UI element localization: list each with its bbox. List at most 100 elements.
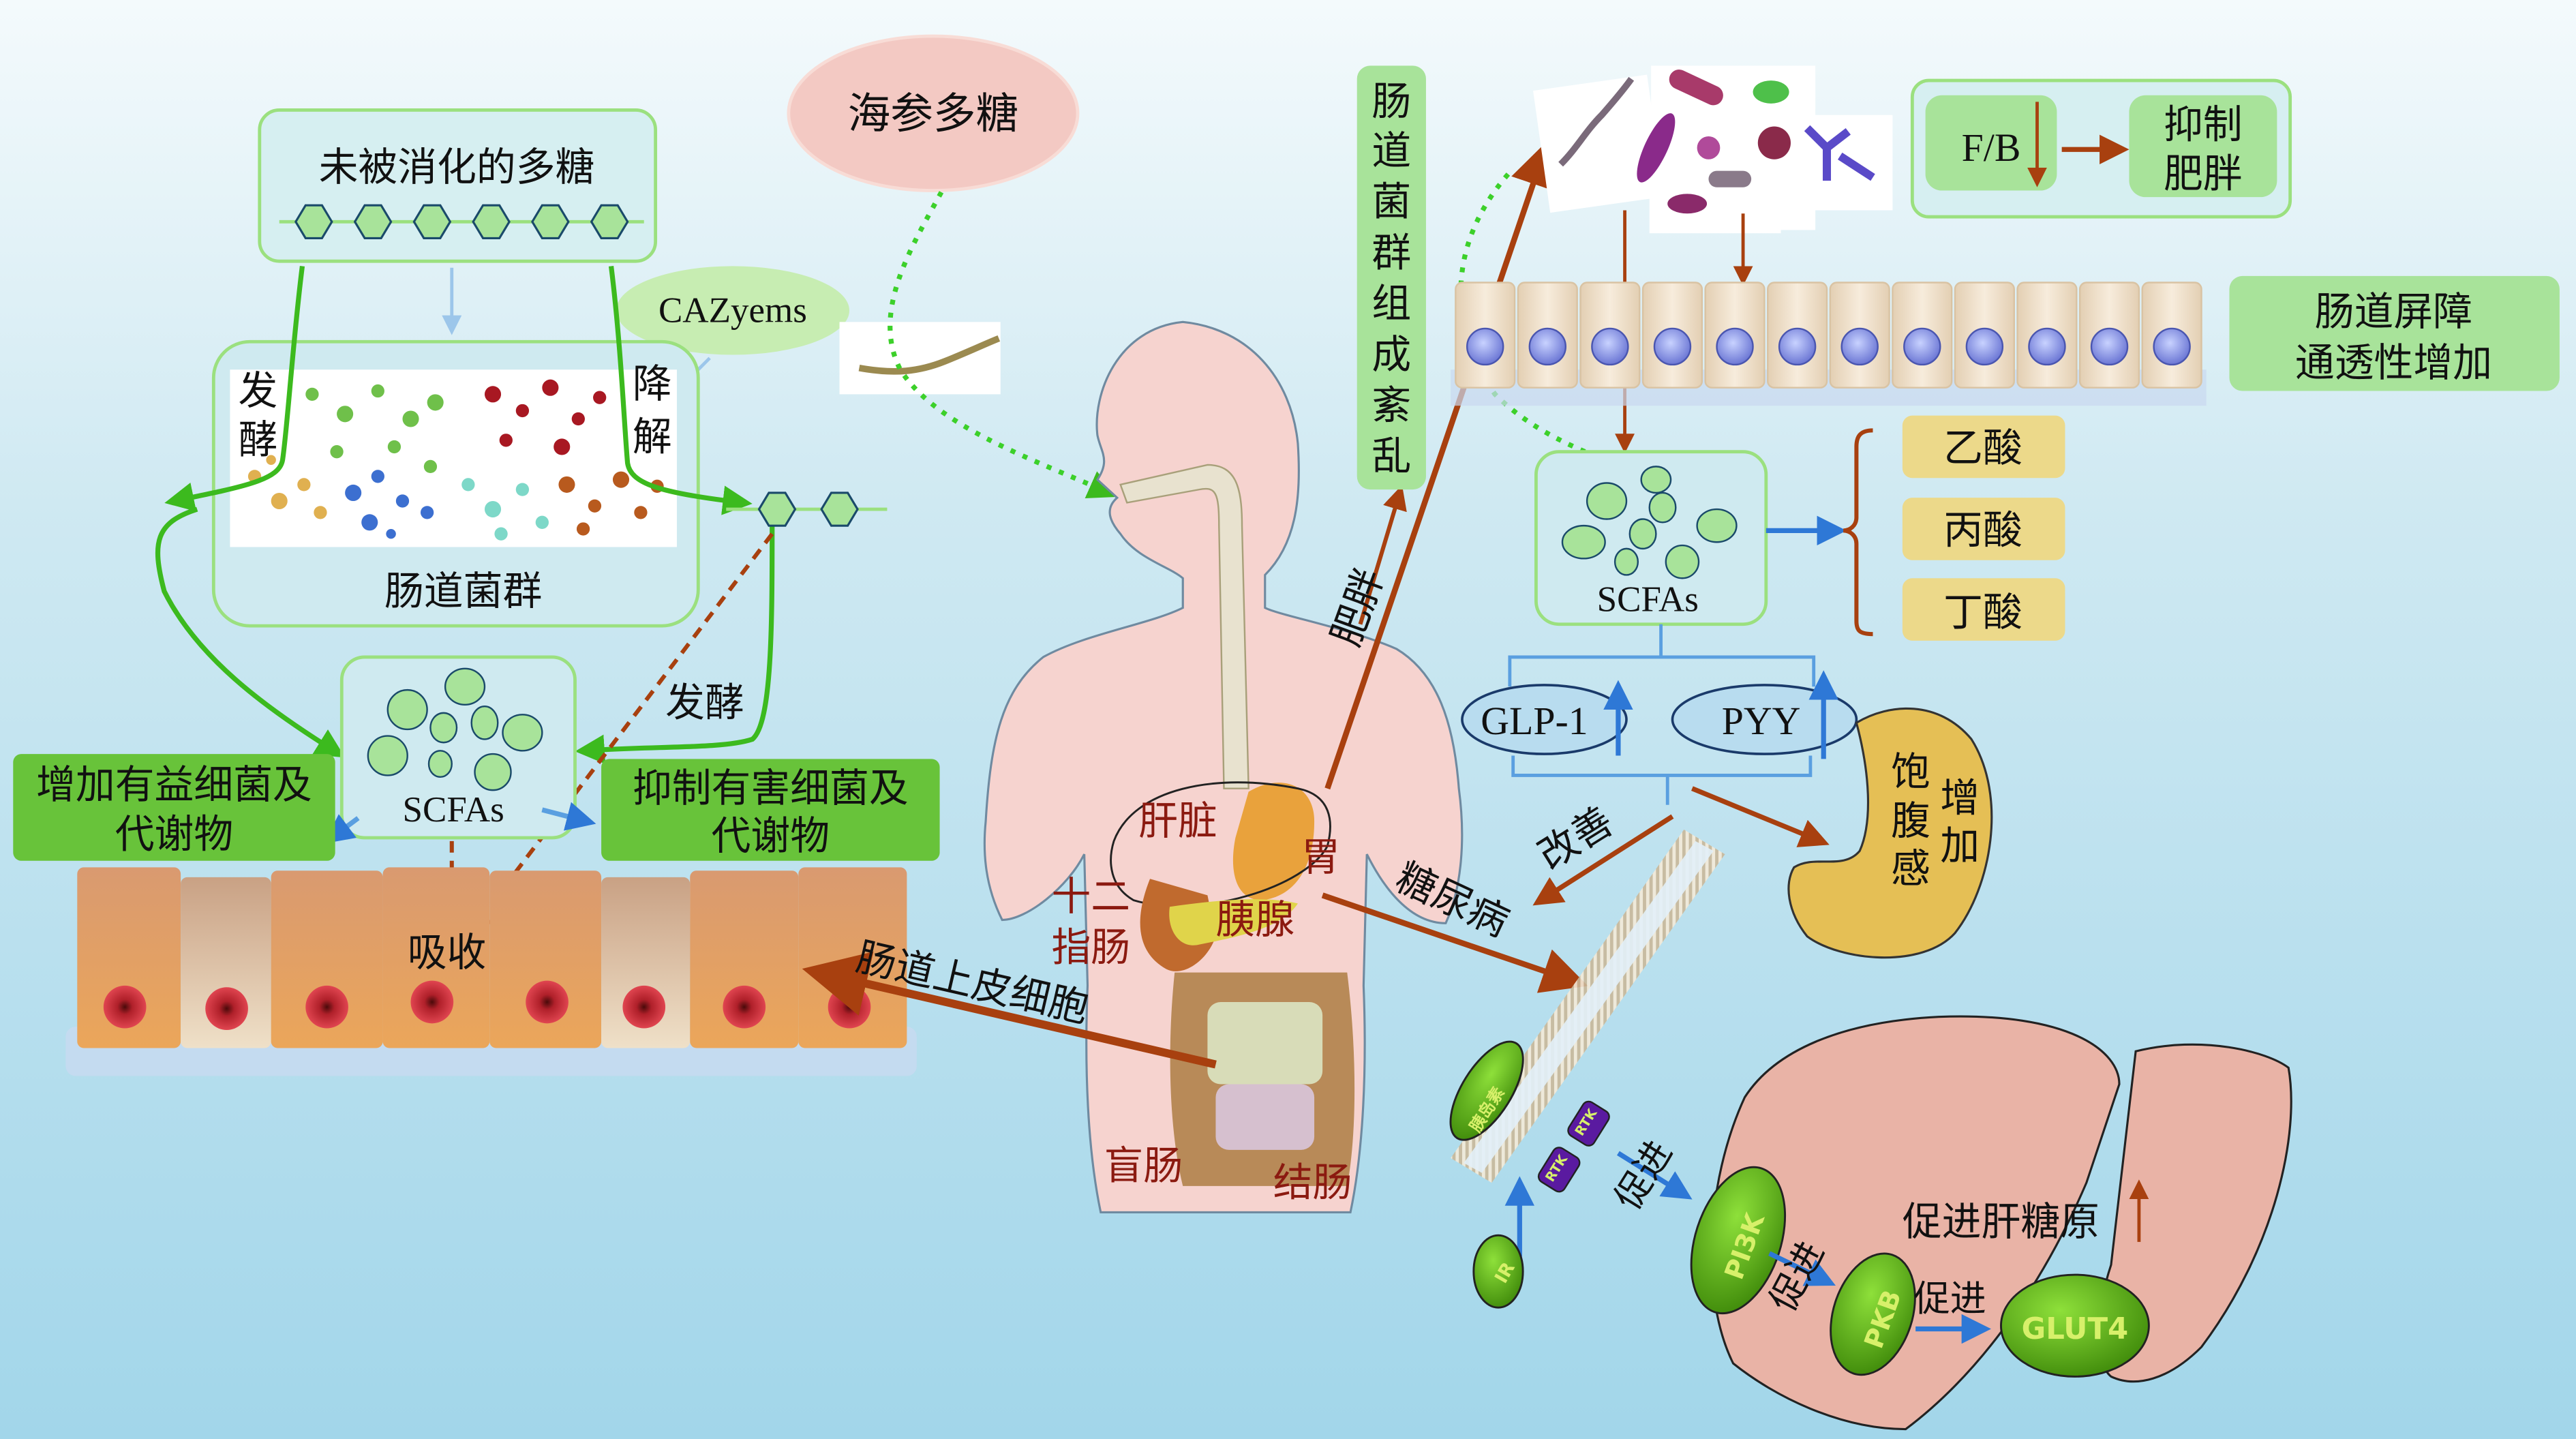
barrier-line2: 通透性增加 <box>2295 341 2492 385</box>
insulin-receptor-complex: 胰岛素 RTK RTK <box>1449 1040 1610 1193</box>
epithelial-cells <box>77 867 907 1048</box>
duodenum-label-2: 指肠 <box>1051 926 1130 970</box>
pancreas-label: 胰腺 <box>1215 898 1294 942</box>
spirillum-icon <box>1558 76 1635 167</box>
glp1-ellipse: GLP-1 <box>1461 680 1633 756</box>
inhibit-harmful-line2: 代谢物 <box>712 814 830 858</box>
cecum-label: 盲肠 <box>1104 1144 1183 1188</box>
scfas-left-box: SCFAs <box>339 655 577 840</box>
ferment-mid-label: 发酵 <box>665 681 744 725</box>
obesity-arrow <box>1324 140 1556 790</box>
polysaccharide-strand-image <box>839 322 1001 395</box>
pancreas-shape <box>1169 899 1298 945</box>
satiety-char: 腹 <box>1891 799 1930 843</box>
barrier-cell-nucleus <box>2153 327 2191 366</box>
arrow-to-beneficial <box>324 814 360 844</box>
intestinal-barrier-cells <box>1451 282 2207 406</box>
cell-membrane <box>1451 829 1725 1183</box>
fb-ratio-box: F/B 抑制 肥胖 <box>1910 78 2292 219</box>
dysbiosis-char: 乱 <box>1372 434 1411 479</box>
barrier-cell-nucleus <box>2028 327 2066 366</box>
degrade-label-1: 降 <box>633 362 672 406</box>
promote-label-3: 促进 <box>1914 1279 1986 1319</box>
inhibit-harmful-box: 抑制有害细菌及 代谢物 <box>601 759 940 861</box>
sea-cucumber-polysaccharide-ellipse: 海参多糖 <box>787 34 1080 192</box>
ferment-label-left-1: 发 <box>238 369 277 413</box>
stomach-label: 胃 <box>1301 835 1341 879</box>
propionic-acid-box <box>1902 498 2065 560</box>
butyric-acid-label: 丁酸 <box>1943 590 2022 635</box>
barrier-cell-nucleus <box>1965 327 2004 366</box>
duodenum-label-1: 十二 <box>1051 875 1130 919</box>
degrade-path <box>608 265 753 515</box>
increase-beneficial-line1: 增加有益细菌及 <box>36 763 312 807</box>
insulin-ball <box>1449 1040 1524 1141</box>
suppress-obesity-line1: 抑制 <box>2164 102 2243 147</box>
vibrio-icon <box>1753 80 1789 104</box>
intestinal-epithelium-left: 吸收 <box>65 867 917 1076</box>
gut-flora-box: 肠道菌群 <box>211 339 700 628</box>
satiety-increase-char: 增 <box>1940 776 1980 820</box>
increase-beneficial-box: 增加有益细菌及 代谢物 <box>13 754 335 861</box>
liver-outline <box>1110 781 1331 907</box>
degrade-label-2: 解 <box>633 414 672 459</box>
colon-label: 结肠 <box>1273 1160 1352 1205</box>
barrier-line1: 肠道屏障 <box>2315 290 2472 334</box>
pkb-ball: PKB <box>1830 1252 1916 1376</box>
ferment-path-left <box>164 265 305 512</box>
stomach-shape <box>1232 783 1315 900</box>
digestive-organs <box>1110 781 1355 1186</box>
ferment-label-left-2: 酵 <box>238 418 277 462</box>
gut-flora-label: 肠道菌群 <box>384 569 542 614</box>
flagellated-rod-icon <box>1708 170 1752 187</box>
stomach-satiety-shape: 饱 腹 感 增 加 <box>1787 707 1993 959</box>
barrier-cell-nucleus <box>1466 327 1504 366</box>
hormones-bottom-bracket <box>1511 755 1813 805</box>
barrier-cell-nucleus <box>1591 327 1629 366</box>
ferment-dashed-arrow <box>468 532 774 935</box>
epithelial-arrow <box>802 951 1217 1069</box>
ferment-path-right <box>575 522 775 764</box>
dysbiosis-char: 菌 <box>1372 180 1411 224</box>
pyy-label: PYY <box>1722 699 1801 743</box>
glut4-ball: GLUT4 <box>2000 1273 2150 1378</box>
glut4-label: GLUT4 <box>2022 1312 2129 1346</box>
scfa-particles <box>367 667 543 791</box>
bacteria-cluster-image <box>247 379 664 541</box>
barrier-cell-nucleus <box>1528 327 1567 366</box>
barrier-cell-nucleus <box>1716 327 1754 366</box>
acid-list: 乙酸 丙酸 丁酸 <box>1902 415 2065 641</box>
undigested-polysaccharide-box: 未被消化的多糖 <box>258 108 658 263</box>
satiety-arrow <box>1691 786 1830 847</box>
acetic-acid-label: 乙酸 <box>1943 426 2022 470</box>
suppress-obesity-line2: 肥胖 <box>2164 152 2243 196</box>
intake-dotted-arrow <box>888 191 1119 499</box>
rtk-block-2: RTK <box>1537 1147 1581 1193</box>
source-label: 海参多糖 <box>848 90 1019 138</box>
obesity-to-dysbiosis-arrow <box>1358 485 1407 625</box>
promote-arrow-1 <box>1617 1151 1693 1200</box>
pyy-ellipse: PYY <box>1671 670 1858 759</box>
improve-arrow <box>1532 814 1674 906</box>
enzyme-label: CAZyems <box>658 290 807 330</box>
scfas-right-box: SCFAs <box>1534 450 1768 626</box>
bacillus-icon <box>1637 113 1676 183</box>
coccus-icon <box>1697 136 1721 160</box>
organ-labels: 肝脏 胃 十二 指肠 胰腺 盲肠 结肠 <box>1051 799 1352 1205</box>
barrier-cell-nucleus <box>2090 327 2129 366</box>
small-intestine-shape <box>1207 1001 1323 1085</box>
scfas-right-label: SCFAs <box>1597 579 1699 619</box>
degraded-fragment-icon <box>726 491 888 527</box>
promote-glycogen-label: 促进肝糖原 <box>1903 1200 2100 1244</box>
diabetes-arrow <box>1321 892 1588 993</box>
dysbiosis-char: 道 <box>1372 129 1411 173</box>
satiety-char: 饱 <box>1891 750 1930 794</box>
ferment-path-to-scfas <box>155 506 346 758</box>
satiety-increase-char: 加 <box>1940 823 1980 868</box>
cluster-bacteria-icon <box>1757 126 1791 160</box>
dysbiosis-char: 成 <box>1372 333 1411 377</box>
bacteria-images <box>1533 65 1893 234</box>
butyric-acid-box <box>1902 578 2065 641</box>
dysbiosis-char: 紊 <box>1372 384 1411 428</box>
